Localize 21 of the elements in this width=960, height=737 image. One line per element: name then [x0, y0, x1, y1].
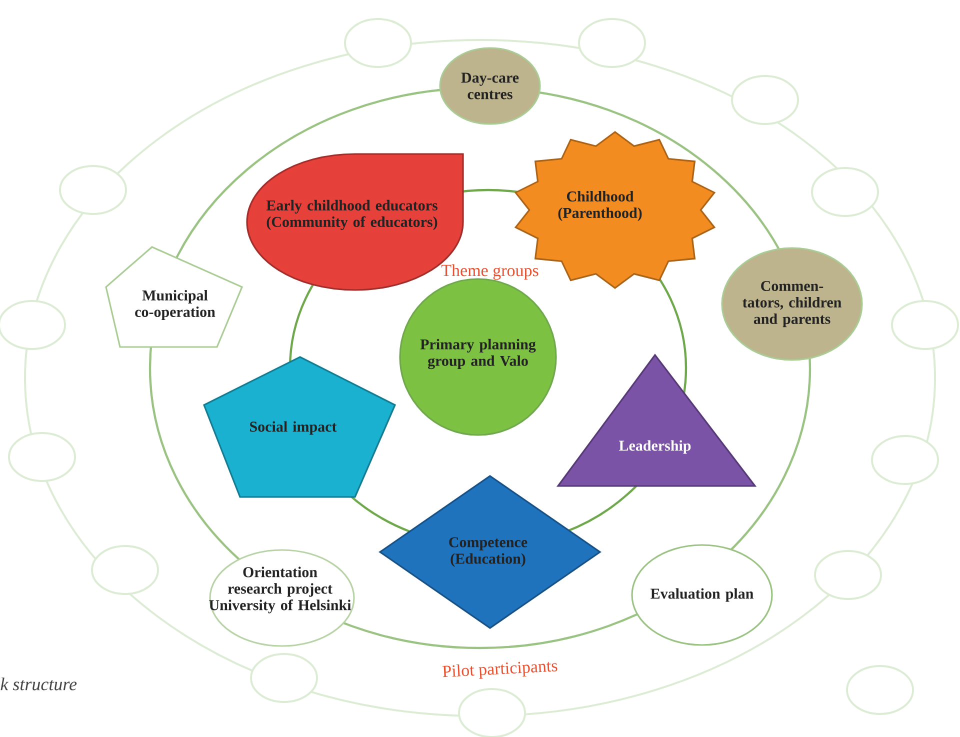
ring-label: Pilot participants	[442, 662, 558, 679]
ellipse-node: Evaluation plan	[631, 544, 773, 646]
ellipse-node: Day-care centres	[439, 47, 541, 125]
empty-circle	[458, 688, 526, 737]
empty-circle	[846, 665, 914, 715]
empty-circle	[578, 18, 646, 68]
empty-circle	[814, 550, 882, 600]
pentagon-node: Social impact	[203, 356, 396, 498]
empty-circle	[891, 300, 959, 350]
empty-circle	[250, 653, 318, 703]
ellipse-node: Commen-tators, children and parents	[721, 247, 863, 361]
empty-circle	[91, 545, 159, 595]
caption: k structure	[0, 678, 77, 690]
empty-circle	[8, 432, 76, 482]
empty-circle	[871, 435, 939, 485]
empty-circle	[811, 167, 879, 217]
empty-circle	[731, 75, 799, 125]
empty-circle	[344, 18, 412, 68]
pentagon-node: Municipal co-operation	[105, 246, 244, 348]
ellipse-node: Orientation research project University of Helsinki	[209, 549, 355, 647]
empty-circle	[59, 165, 127, 215]
